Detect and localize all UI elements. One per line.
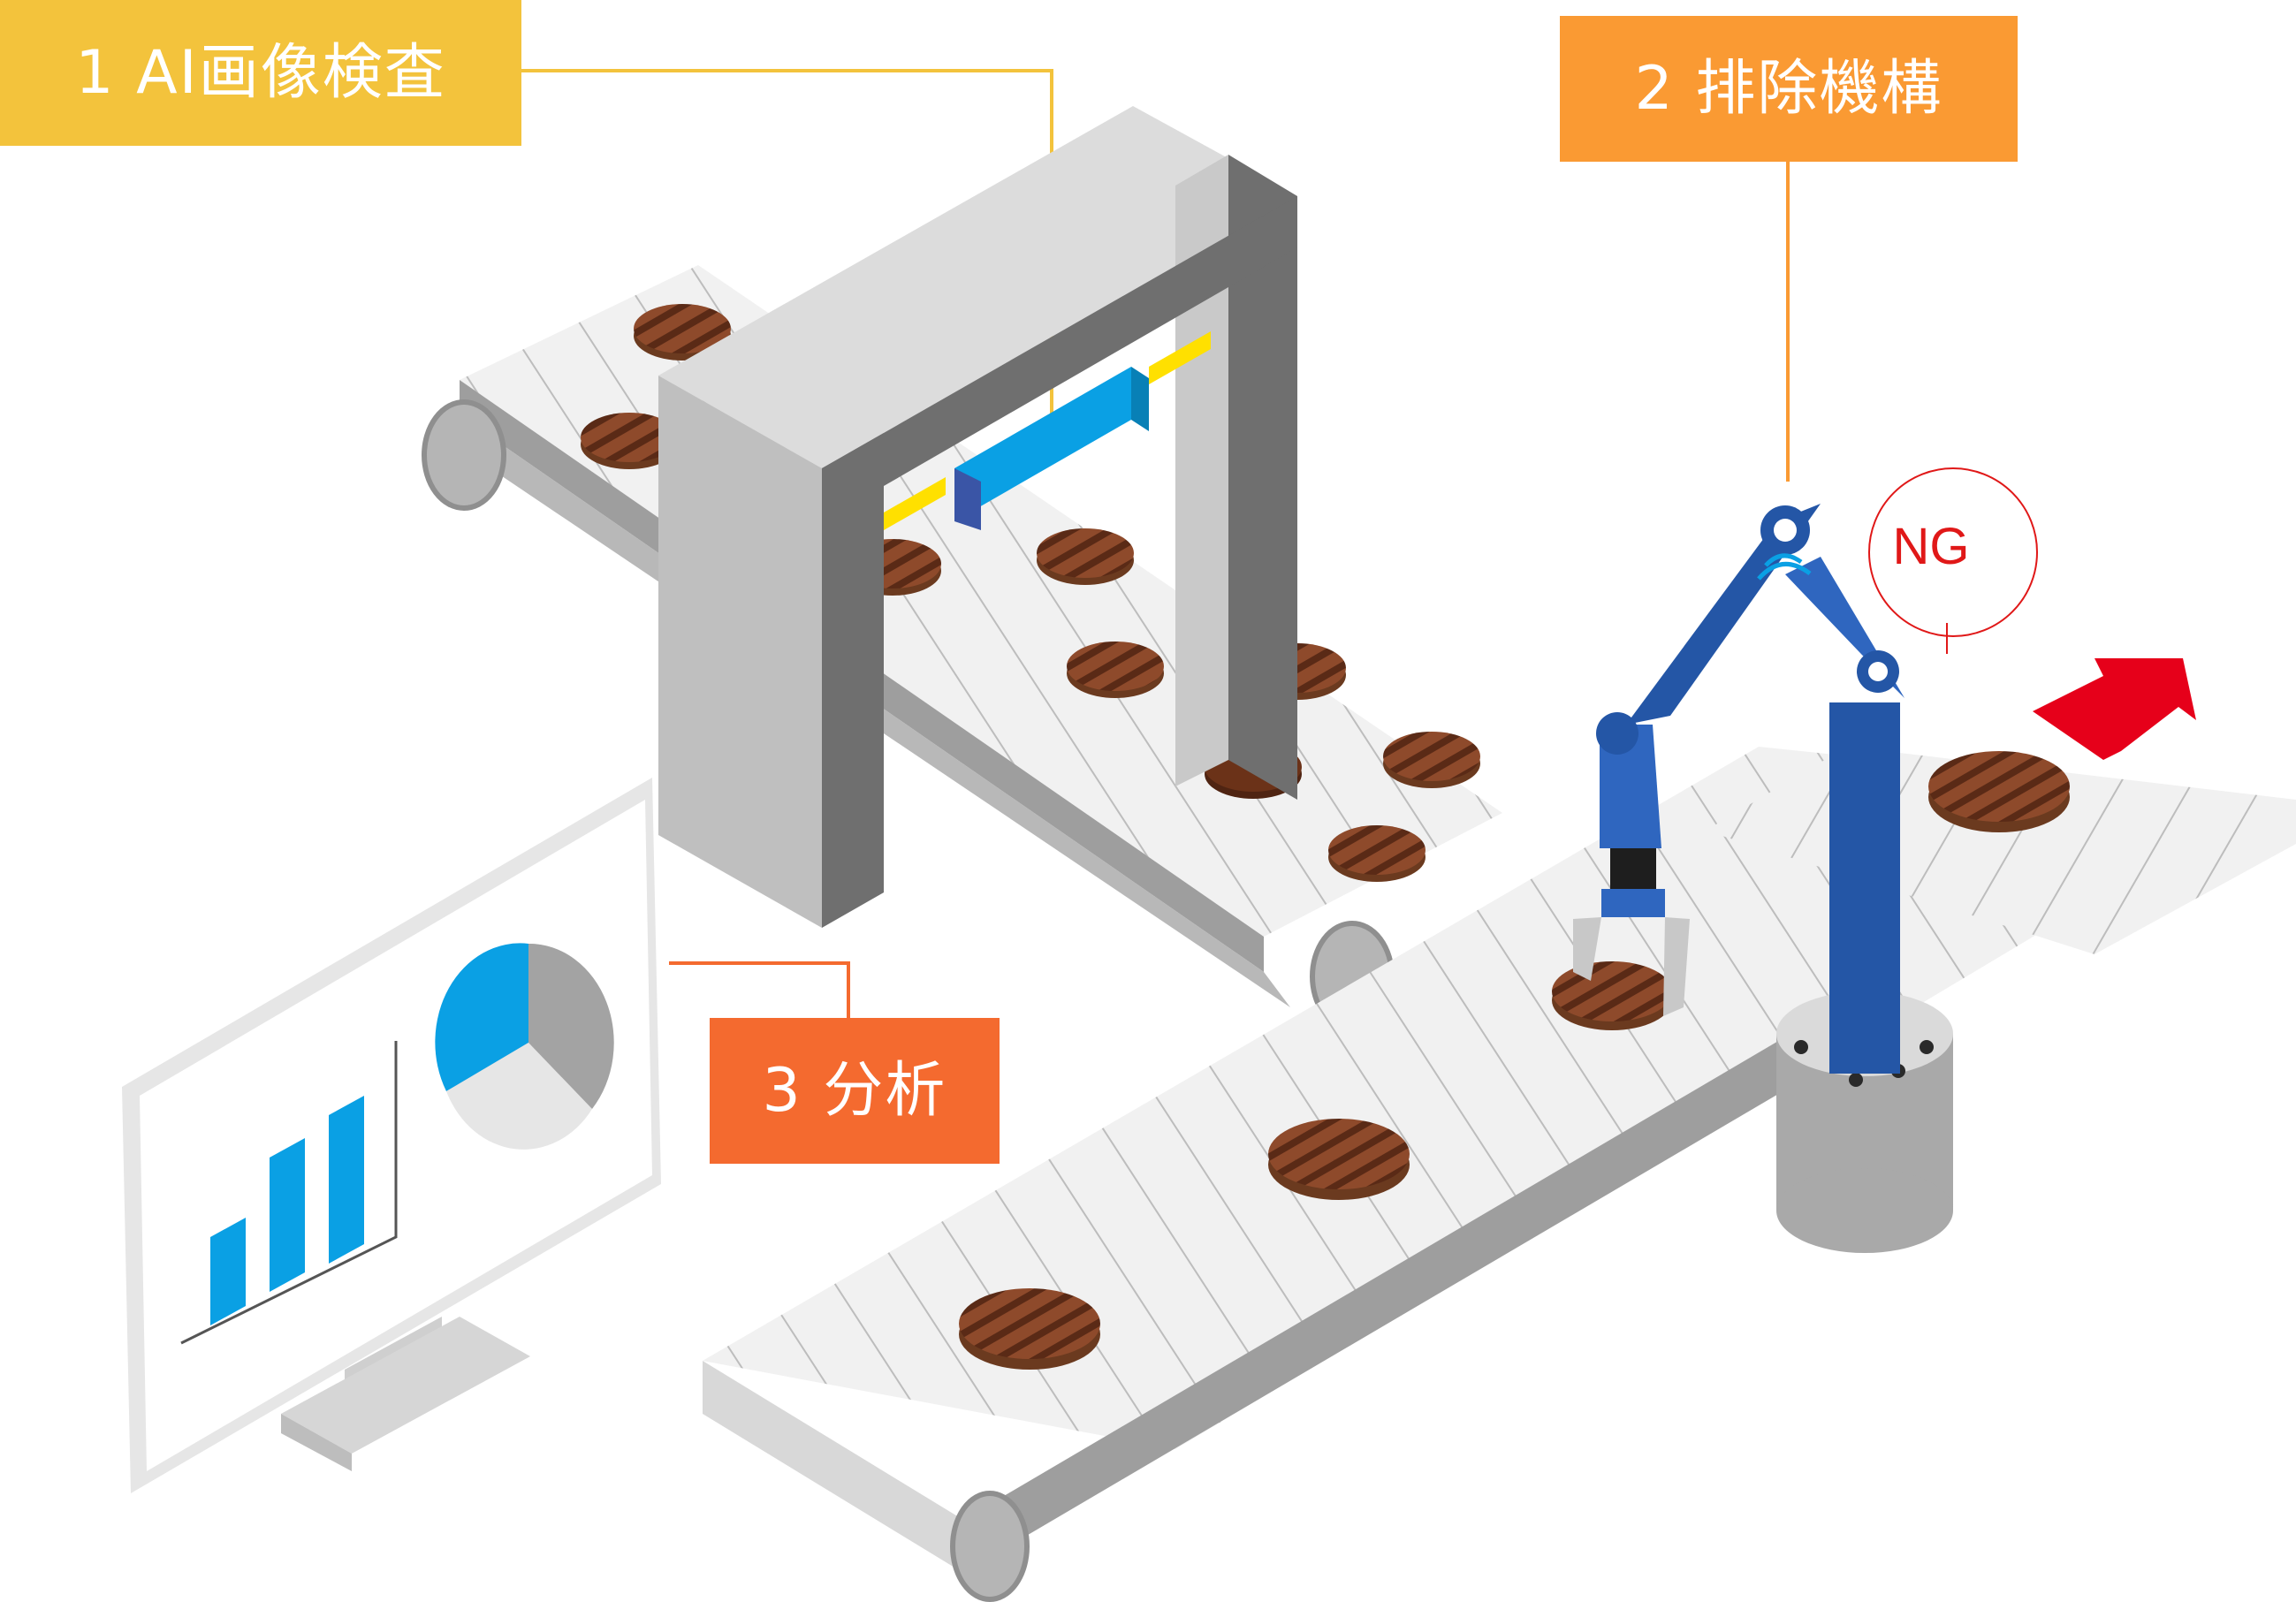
patty — [1383, 732, 1480, 788]
patty — [959, 1288, 1100, 1370]
bar-chart-icon — [180, 1041, 398, 1345]
robot-arm — [1573, 504, 1904, 1074]
ai-inspection-label: 1 AI画像検査 — [0, 0, 521, 146]
patty — [1328, 825, 1425, 882]
analysis-connector-line — [669, 961, 850, 1018]
patty — [1268, 1119, 1410, 1200]
front-conveyor — [703, 747, 2296, 1602]
camera-sensor — [884, 331, 1211, 530]
monitor — [122, 778, 661, 1493]
patty-group-front — [959, 751, 2070, 1370]
patty — [1552, 961, 1672, 1030]
patty — [1928, 751, 2070, 832]
patty-group-back — [581, 304, 1480, 882]
patty — [1067, 642, 1164, 698]
rejection-mechanism-label: 2 排除機構 — [1560, 16, 2018, 162]
ng-label: NG — [1892, 518, 1970, 575]
ng-callout — [1868, 467, 2038, 654]
patty — [581, 413, 678, 469]
inspection-gate — [658, 106, 1297, 928]
red-arrow-icon — [2033, 658, 2196, 760]
patty — [1037, 528, 1134, 585]
patty — [634, 304, 731, 361]
analysis-label: 3 分析 — [710, 1018, 1000, 1164]
pie-chart-icon — [435, 943, 614, 1150]
